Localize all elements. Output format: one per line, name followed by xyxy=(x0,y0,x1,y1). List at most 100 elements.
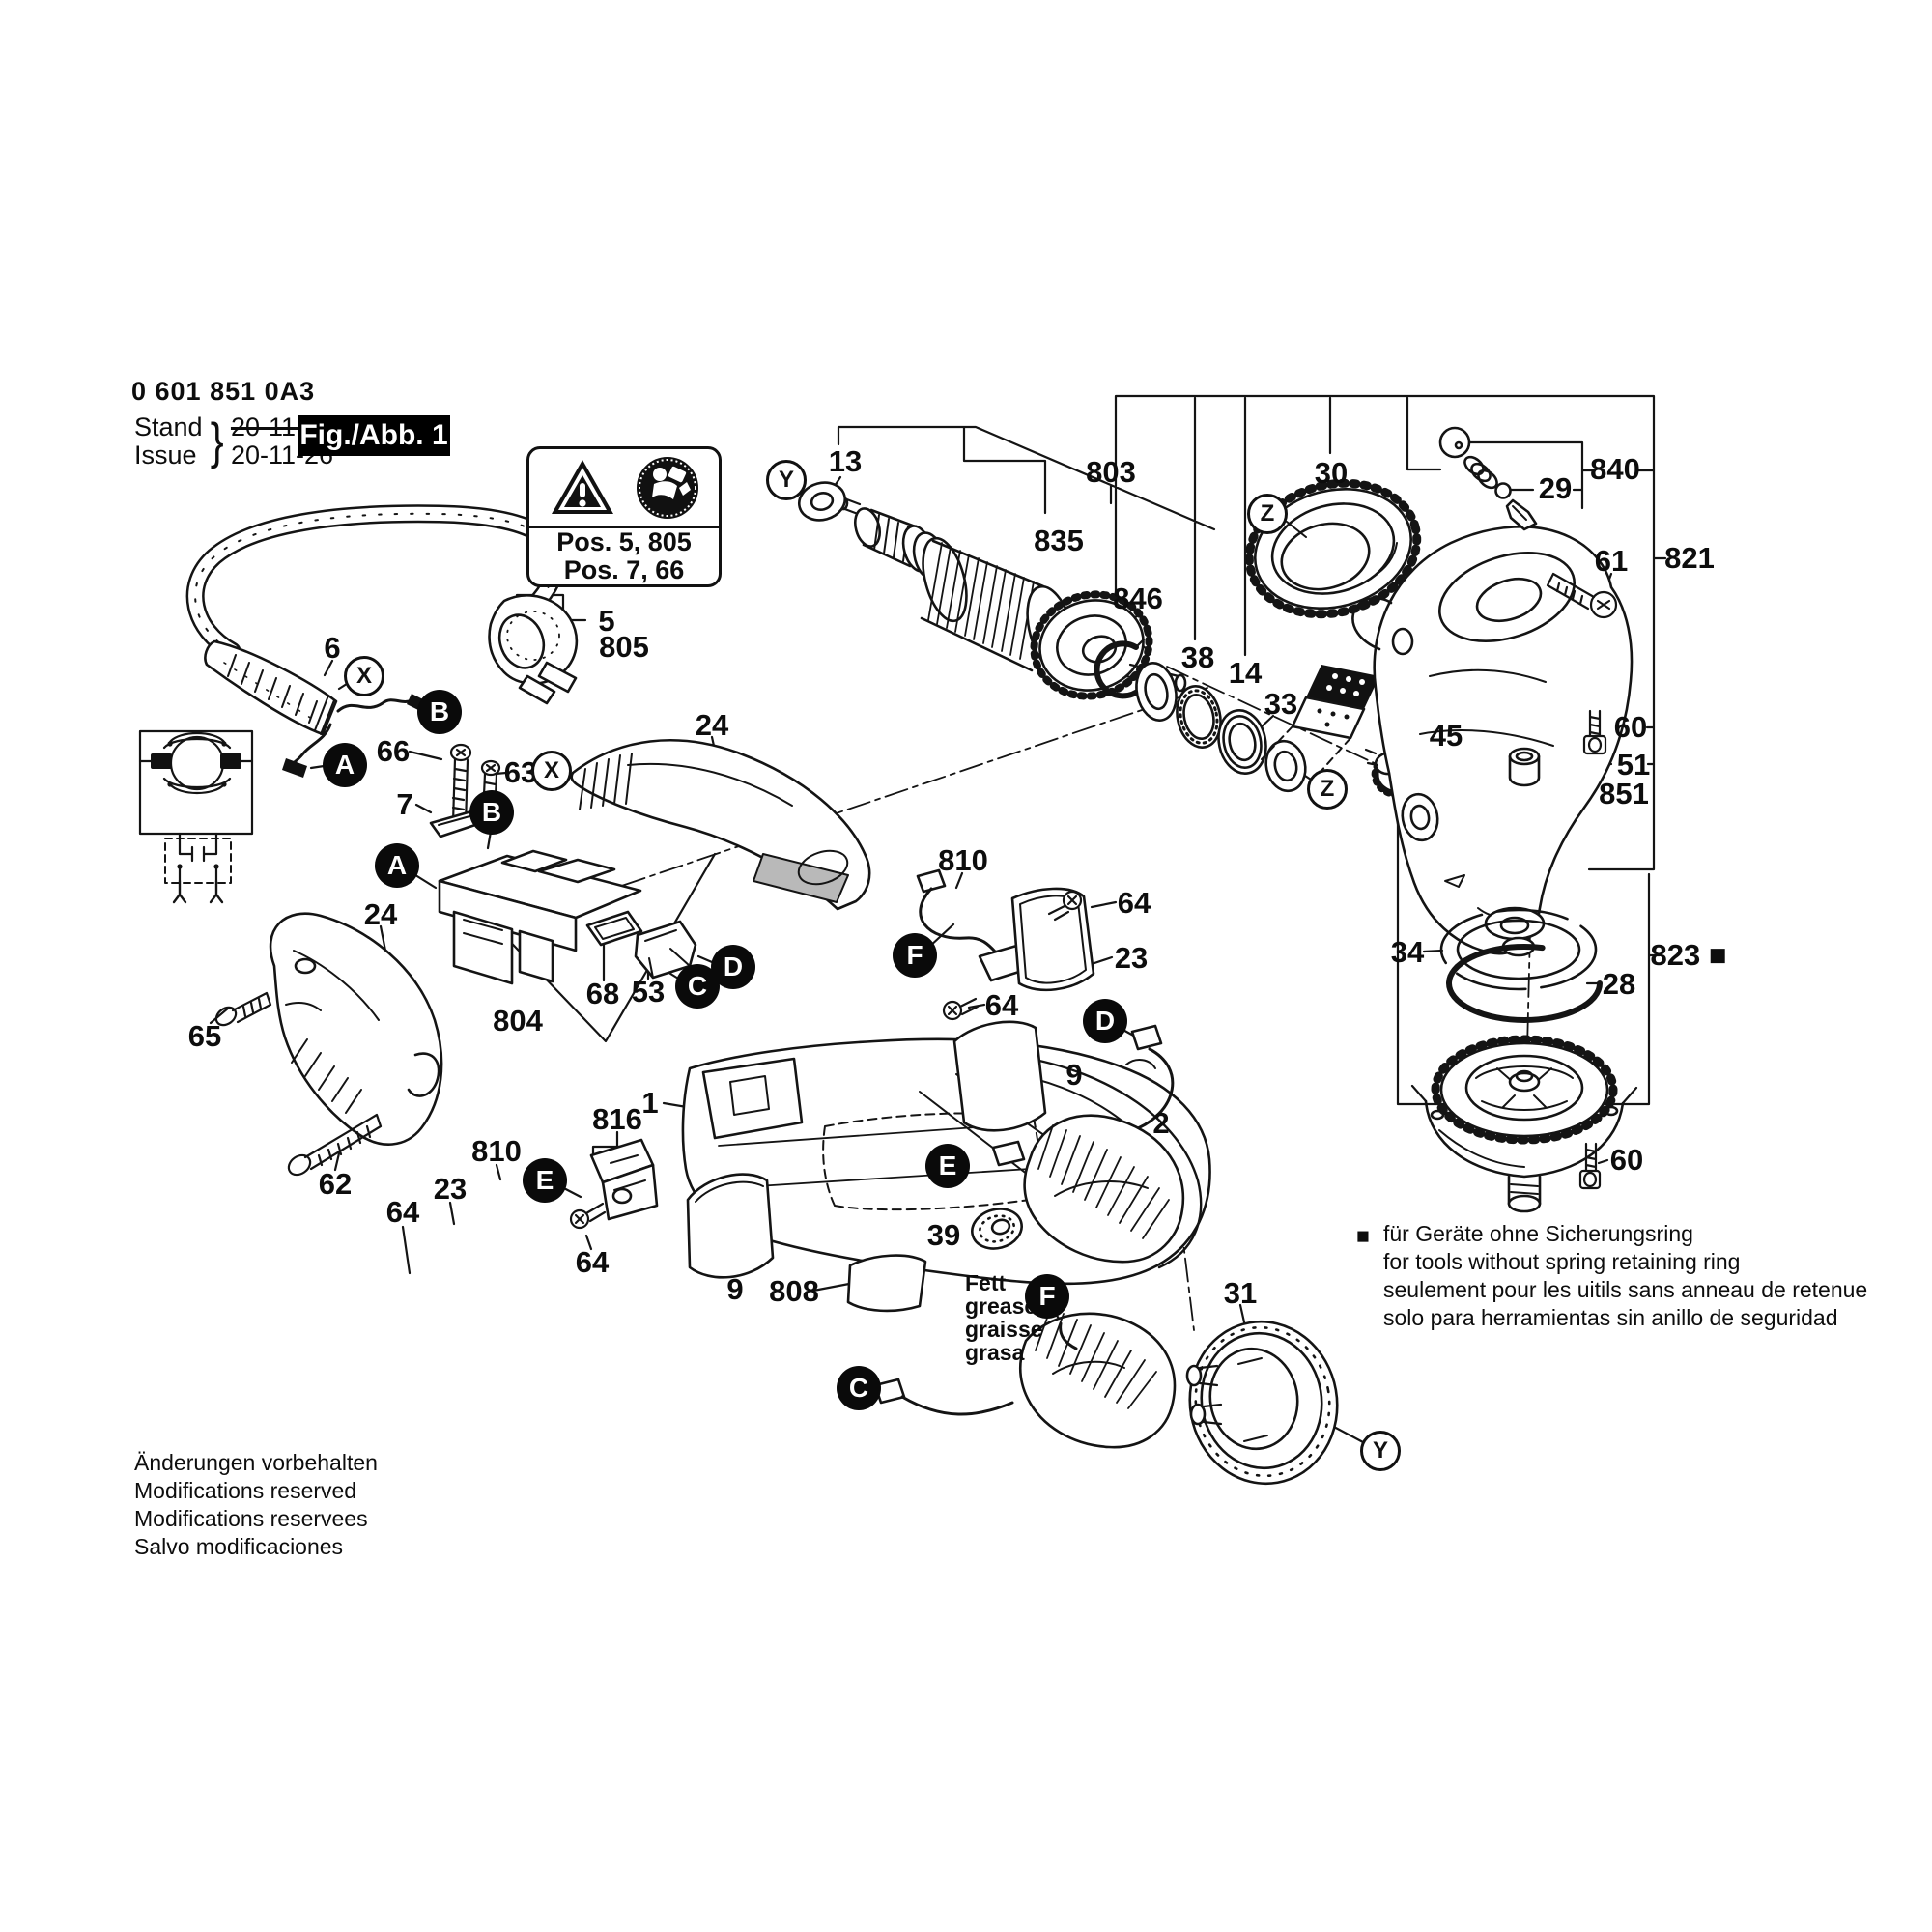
safety-pos-line2: Pos. 7, 66 xyxy=(563,555,685,584)
part-label: 66 xyxy=(376,734,411,768)
handle-shell-top xyxy=(570,739,871,911)
part-label: 24 xyxy=(363,897,398,931)
screw-60-right xyxy=(1582,709,1607,755)
field-coil-upper xyxy=(1023,1114,1185,1264)
stand-issue-block: Stand Issue } 20-11-18 20-11-26 xyxy=(134,413,333,469)
wiring-point-marker: F xyxy=(1025,1274,1069,1319)
part-label: 840 xyxy=(1590,452,1640,486)
washer-38 xyxy=(1135,662,1178,722)
retainer-ring-34 xyxy=(1439,908,1598,991)
part-label: 64 xyxy=(984,988,1019,1022)
part-label: 64 xyxy=(385,1195,420,1229)
part-label: 808 xyxy=(769,1274,819,1308)
part-label: 6 xyxy=(324,631,341,665)
field-coil-lower xyxy=(1018,1309,1177,1449)
wiring-point-marker: E xyxy=(523,1158,567,1203)
collar-51 xyxy=(1508,747,1541,787)
part-label: 23 xyxy=(433,1172,468,1206)
view-reference-marker: Y xyxy=(1360,1431,1401,1471)
part-label: 810 xyxy=(938,843,988,877)
part-label: 835 xyxy=(1034,524,1084,557)
cover-plate-9-left xyxy=(686,1173,775,1279)
part-label: 39 xyxy=(926,1218,961,1252)
part-label: 805 xyxy=(599,630,649,664)
part-label: 1 xyxy=(641,1086,659,1120)
grease-pack xyxy=(1261,665,1379,774)
part-label: 61 xyxy=(1594,544,1629,578)
part-label: 7 xyxy=(396,787,413,821)
wiring-schematic xyxy=(138,729,254,904)
retaining-ring-note: für Geräte ohne Sicherungsring for tools… xyxy=(1383,1221,1868,1330)
part-label: 68 xyxy=(585,977,620,1010)
part-label: 60 xyxy=(1613,710,1648,744)
part-label: 31 xyxy=(1223,1276,1258,1310)
part-label: 9 xyxy=(726,1272,744,1306)
bearing-13 xyxy=(798,481,846,522)
handle-screw-62 xyxy=(287,1113,383,1177)
view-reference-marker: Z xyxy=(1307,769,1348,810)
lead-wire-f xyxy=(1059,1321,1078,1350)
screw-64-left xyxy=(569,1202,607,1230)
cover-plate-9-top xyxy=(952,1020,1047,1132)
screw-60-bottom xyxy=(1578,1142,1602,1190)
switch-carrier xyxy=(438,849,642,985)
part-label: 23 xyxy=(1114,941,1149,975)
wiring-point-marker: D xyxy=(1083,999,1127,1043)
part-label: 13 xyxy=(828,444,863,478)
view-reference-marker: Y xyxy=(766,460,807,500)
part-label: 816 xyxy=(592,1102,642,1136)
part-label: 62 xyxy=(318,1167,353,1201)
issue-label: Issue xyxy=(134,440,197,469)
safety-note-box: Pos. 5, 805 Pos. 7, 66 xyxy=(526,446,722,587)
lead-wire-c xyxy=(873,1378,1014,1416)
brush-plate-23-top xyxy=(1010,887,1095,992)
safety-pos-line1: Pos. 5, 805 xyxy=(556,527,692,556)
wiring-point-marker: C xyxy=(837,1366,881,1410)
mains-plug xyxy=(488,594,579,705)
screw-64-top xyxy=(1047,890,1083,922)
wiring-point-marker: B xyxy=(469,790,514,835)
part-label: 24 xyxy=(695,708,729,742)
screw-61 xyxy=(1546,572,1618,619)
screw-64-mid xyxy=(942,997,980,1021)
part-label: 846 xyxy=(1113,582,1163,615)
part-label: 851 xyxy=(1599,777,1649,810)
wiring-point-marker: A xyxy=(375,843,419,888)
wiring-point-marker: B xyxy=(417,690,462,734)
part-label: 804 xyxy=(493,1004,543,1037)
part-label: 14 xyxy=(1228,656,1263,690)
grease-note: Fett grease graisse grasa xyxy=(965,1270,1043,1365)
part-label: 45 xyxy=(1429,719,1463,753)
handle-screw-65 xyxy=(214,991,272,1027)
grease-disc-39 xyxy=(971,1208,1023,1250)
part-label: 2 xyxy=(1152,1106,1170,1140)
read-manual-icon xyxy=(637,457,699,519)
part-label: 28 xyxy=(1602,967,1636,1001)
wiring-point-marker: A xyxy=(323,743,367,787)
part-label: 9 xyxy=(1065,1058,1083,1092)
part-label: 5 xyxy=(598,604,615,638)
handle-shell-left xyxy=(269,912,443,1146)
part-label: 29 xyxy=(1538,471,1573,505)
ring-gear-flange-823 xyxy=(1410,1035,1638,1213)
part-label: 803 xyxy=(1086,455,1136,489)
brush-holder-816-left xyxy=(589,1138,659,1221)
part-label: 38 xyxy=(1180,640,1215,674)
part-label: 823 ■ xyxy=(1650,938,1727,972)
cord-guard xyxy=(204,639,338,736)
o-ring-28 xyxy=(1446,944,1603,1023)
view-reference-marker: X xyxy=(531,751,572,791)
part-label: 65 xyxy=(187,1019,222,1053)
gear-30 xyxy=(1244,478,1422,619)
switch-slider-53 xyxy=(634,920,697,980)
lead-wire-e xyxy=(991,1140,1026,1167)
part-label: 64 xyxy=(1117,886,1151,920)
stand-label: Stand xyxy=(134,412,203,441)
bearing-cover-31 xyxy=(1185,1320,1339,1486)
part-label: 60 xyxy=(1609,1143,1644,1177)
gasket-808 xyxy=(846,1254,927,1313)
part-label: 64 xyxy=(575,1245,610,1279)
footnote-square-marker: ■ xyxy=(1356,1223,1370,1248)
